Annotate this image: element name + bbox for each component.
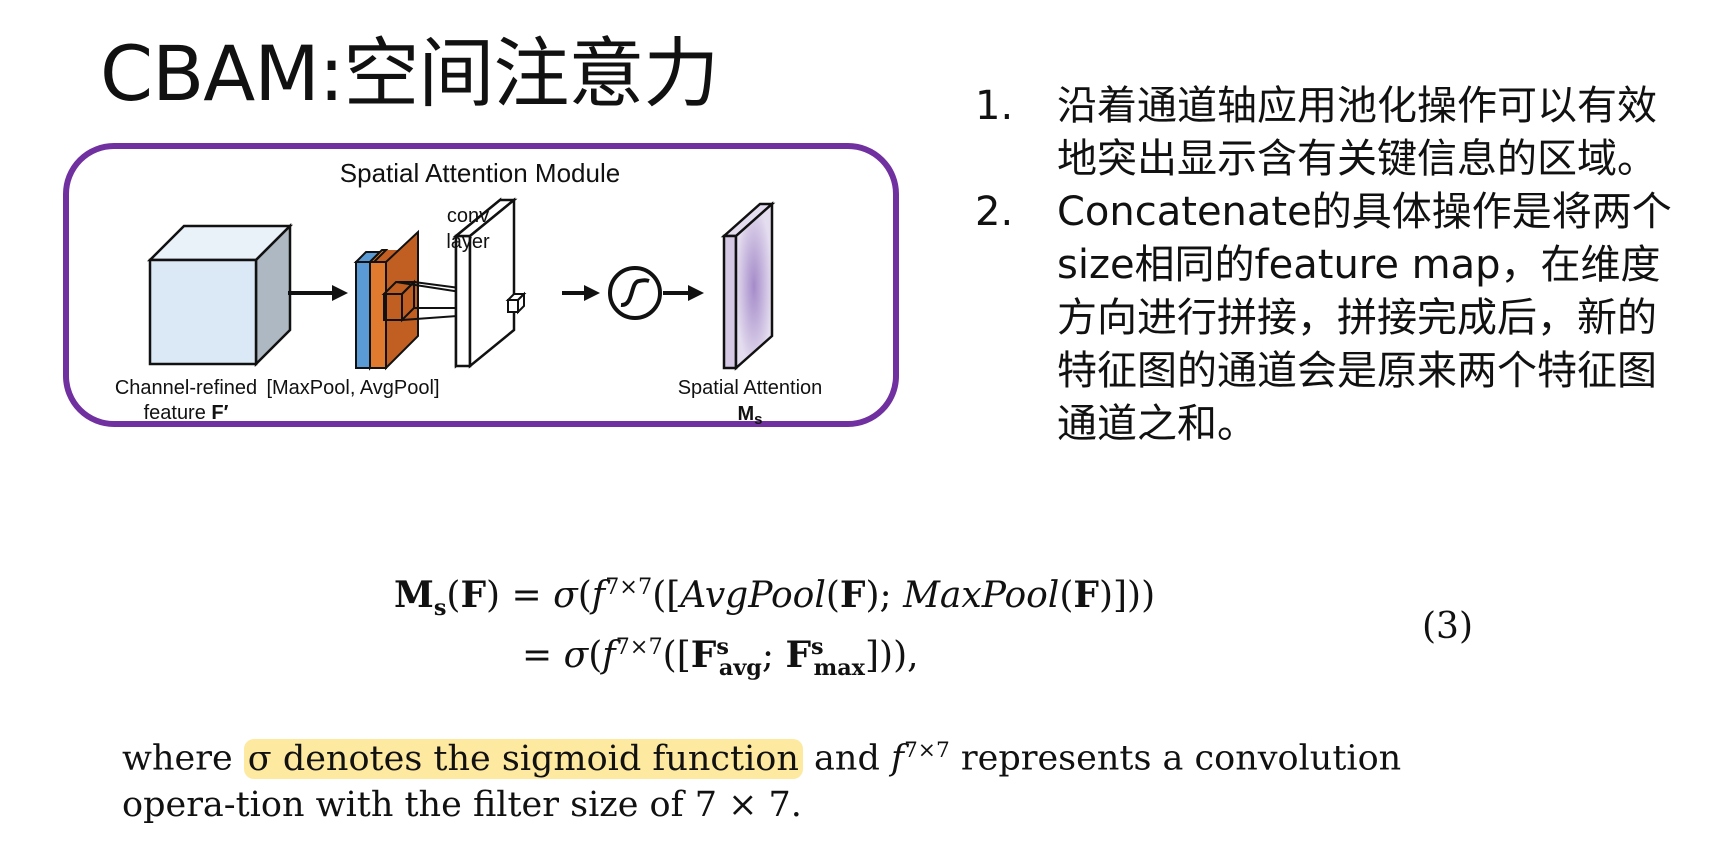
conv-label-line2: layer [446,231,490,253]
conv-label-line1: conv [447,205,489,227]
module-frame [63,143,899,427]
equation-line-2: = σ(f7×7([Fsavg; Fsmax])), [522,634,919,682]
equation-number: (3) [1422,606,1473,647]
slide-title: CBAM:空间注意力 [100,29,719,118]
pooled-feature-maps [353,229,419,371]
input-label-line1: Channel-refined [115,377,257,399]
caption: where σ denotes the sigmoid function and… [122,738,1402,825]
spatial-attention-diagram: Spatial Attention Module [63,143,899,428]
list-item: 1. 沿着通道轴应用池化操作可以有效地突出显示含有关键信息的区域。 [975,80,1695,186]
input-label-line2: feature F′ [144,402,229,424]
spatial-attention-map [720,201,776,371]
notes-list: 1. 沿着通道轴应用池化操作可以有效地突出显示含有关键信息的区域。 2. Con… [975,80,1695,451]
output-symbol: Ms [737,403,762,428]
list-item-text: Concatenate的具体操作是将两个size相同的feature map，在… [1057,189,1672,447]
pool-label: [MaxPool, AvgPool] [266,377,439,399]
list-item-text: 沿着通道轴应用池化操作可以有效地突出显示含有关键信息的区域。 [1057,83,1657,182]
conv-layer-plane [452,197,527,369]
list-item: 2. Concatenate的具体操作是将两个size相同的feature ma… [975,186,1695,451]
list-item-number: 2. [975,189,1014,235]
list-item-number: 1. [975,83,1014,129]
arrow-icon [288,285,348,301]
equation-line-1: Ms(F) = σ(f7×7([AvgPool(F); MaxPool(F)])… [394,574,1156,622]
module-title: Spatial Attention Module [340,158,620,188]
sigmoid-icon [608,266,662,320]
arrow-icon [562,285,600,301]
arrow-icon [663,285,704,301]
output-label: Spatial Attention [678,377,823,399]
highlighted-phrase: σ denotes the sigmoid function [243,738,803,779]
input-feature-cube [146,222,294,368]
